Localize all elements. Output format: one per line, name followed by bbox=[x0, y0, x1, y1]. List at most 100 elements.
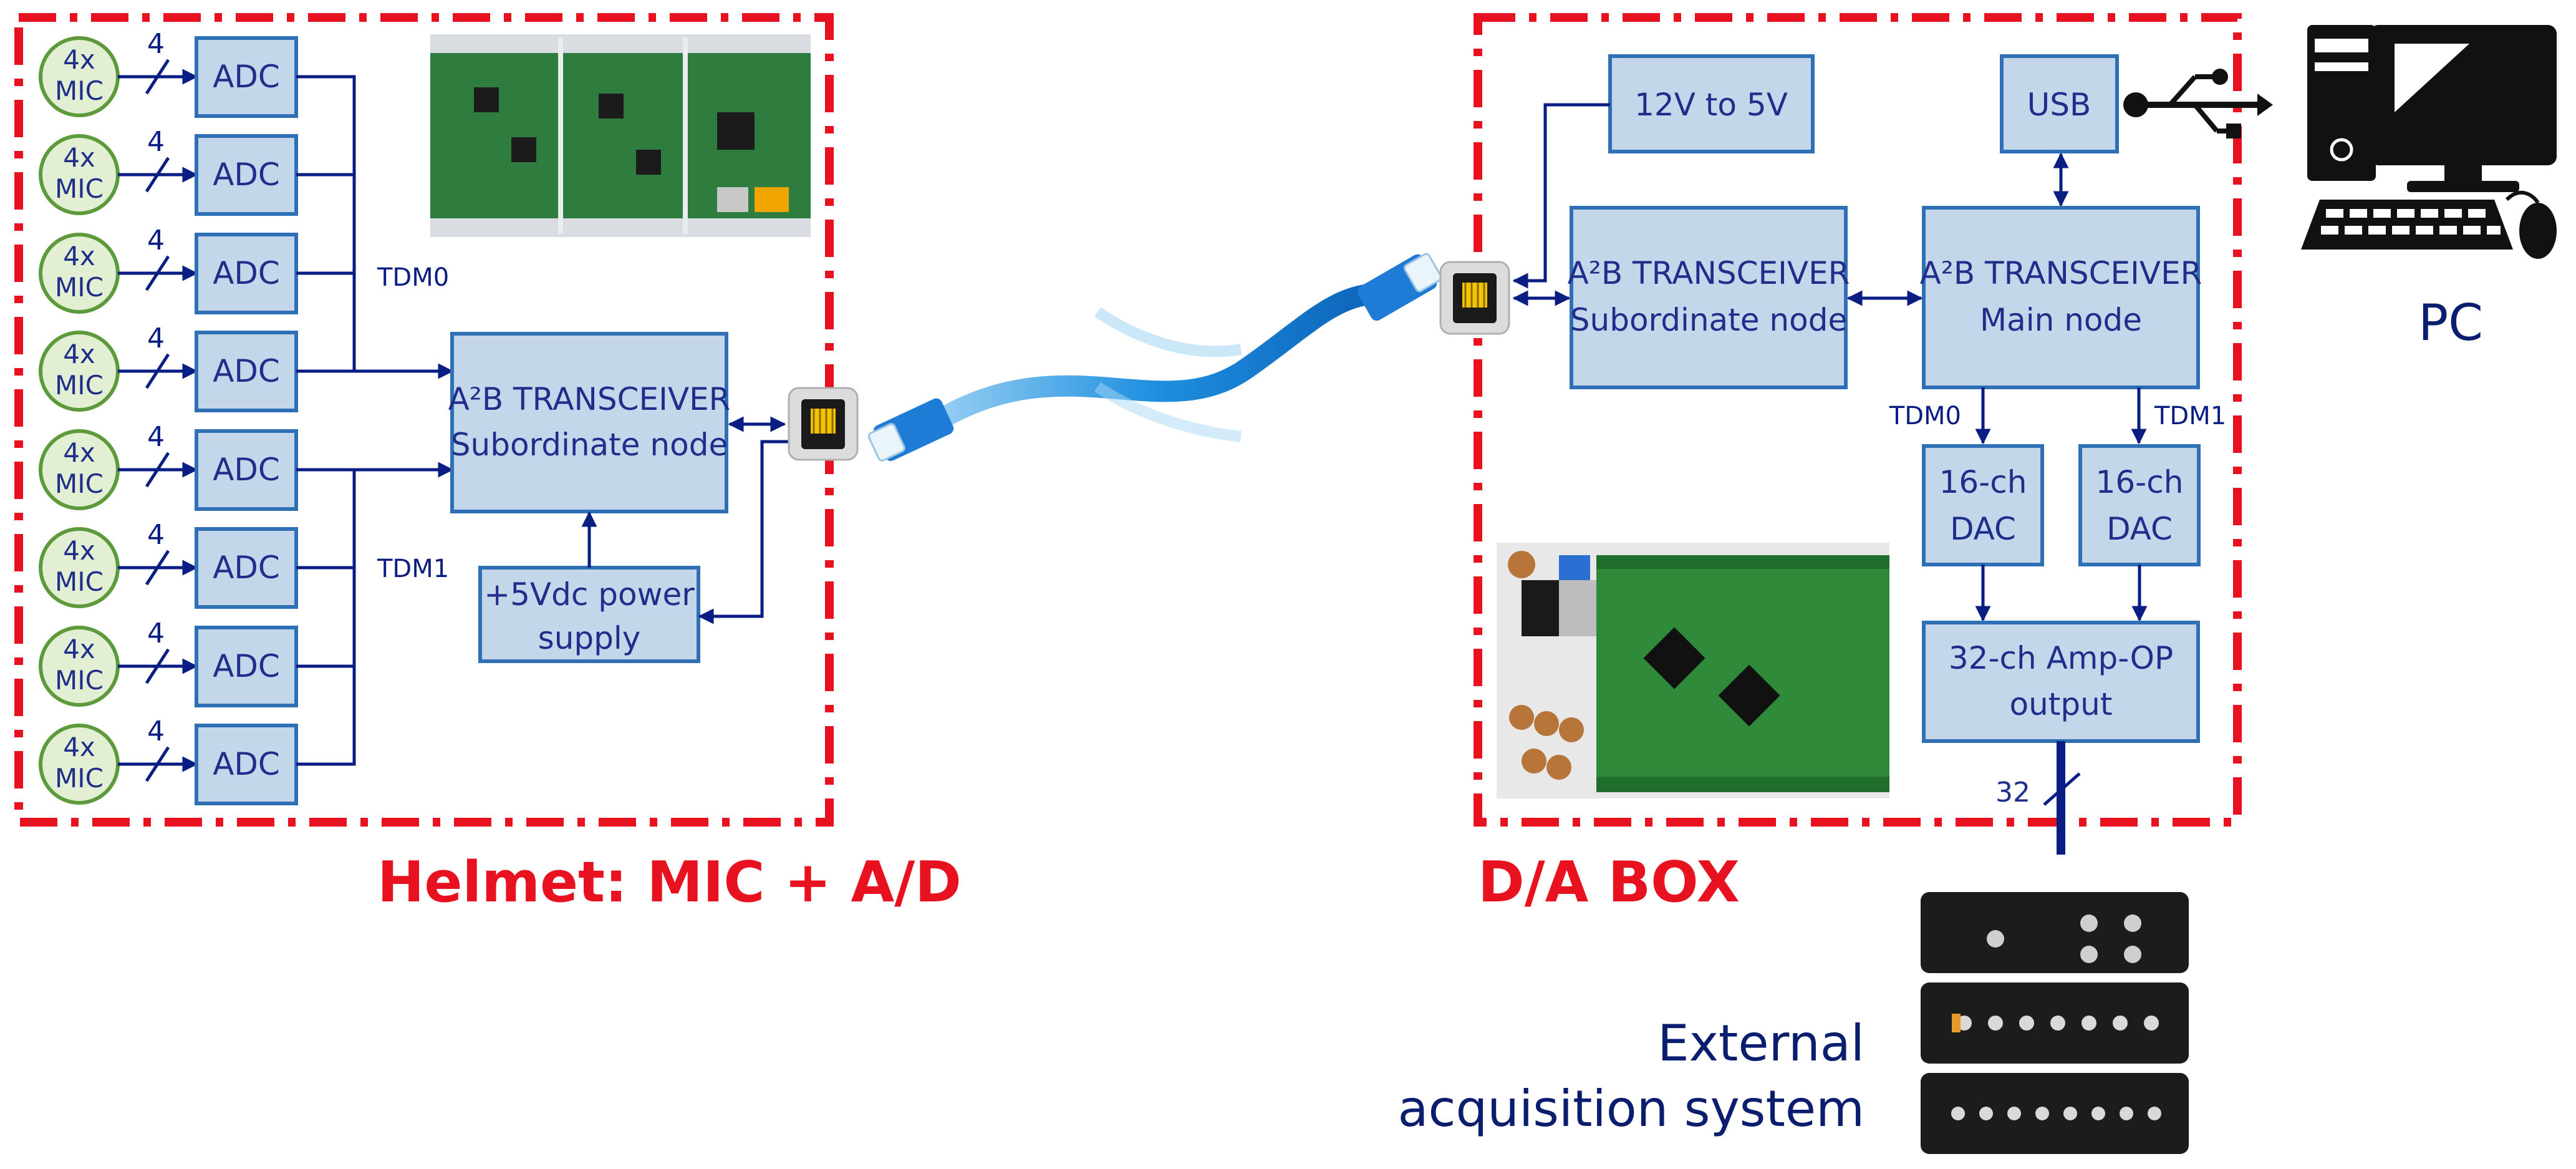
mic-row-4: 4x MIC 4 ADC bbox=[39, 323, 298, 412]
adc-label: ADC bbox=[213, 59, 280, 95]
amp-line2: output bbox=[2010, 686, 2113, 722]
bus-slash bbox=[145, 255, 170, 291]
adc-label: ADC bbox=[213, 157, 280, 193]
mic-label-bottom: MIC bbox=[55, 468, 104, 499]
mic-row-1: 4x MIC 4 ADC bbox=[39, 28, 298, 118]
dabox-converter-label: 12V to 5V bbox=[1634, 87, 1788, 123]
adc-label: ADC bbox=[213, 353, 280, 389]
adc-box bbox=[195, 233, 298, 314]
mic-label-bottom: MIC bbox=[55, 665, 104, 696]
dabox-rj45-jack-icon bbox=[1439, 261, 1510, 335]
dac1-line1: 16-ch bbox=[1939, 464, 2027, 500]
bus-width-label: 4 bbox=[147, 421, 165, 453]
ethernet-cable-image bbox=[867, 253, 1442, 462]
mic-row-2: 4x MIC 4 ADC bbox=[39, 126, 298, 216]
pc-icon bbox=[2301, 25, 2557, 259]
bus-slash bbox=[145, 59, 170, 95]
mic-label-bottom: MIC bbox=[55, 763, 104, 793]
converter-to-jack-wire bbox=[1512, 103, 1610, 289]
helmet-tdm0-label: TDM0 bbox=[377, 263, 449, 292]
adc-label: ADC bbox=[213, 648, 280, 684]
bus-slash bbox=[145, 452, 170, 488]
helmet-title: Helmet: MIC + A/D bbox=[377, 850, 962, 915]
dabox-tdm1-label: TDM1 bbox=[2154, 402, 2226, 430]
mic-label-bottom: MIC bbox=[55, 272, 104, 303]
mic-label-top: 4x bbox=[63, 339, 95, 369]
tdm1-bus bbox=[296, 462, 454, 766]
bus-slash bbox=[145, 648, 170, 684]
dabox-usb-label: USB bbox=[2027, 87, 2091, 123]
output-bus-slash bbox=[2043, 772, 2081, 806]
dac2-line1: 16-ch bbox=[2096, 464, 2184, 500]
bus-width-label: 4 bbox=[147, 618, 165, 649]
external-line1: External bbox=[1657, 1014, 1864, 1072]
mic-label-bottom: MIC bbox=[55, 173, 104, 204]
dabox-converter-box bbox=[1608, 54, 1815, 153]
mic-row-5: 4x MIC 4 ADC bbox=[39, 421, 298, 511]
dabox-sub-line1: A²B TRANSCEIVER bbox=[1568, 255, 1850, 291]
mic-label-bottom: MIC bbox=[55, 370, 104, 400]
helmet-transceiver-line2: Subordinate node bbox=[451, 427, 728, 463]
mic-row-8: 4x MIC 4 ADC bbox=[39, 715, 298, 805]
mic-row-7: 4x MIC 4 ADC bbox=[39, 618, 298, 707]
mic-label-top: 4x bbox=[63, 241, 95, 271]
adc-box bbox=[195, 36, 298, 118]
bus-slash bbox=[145, 353, 170, 389]
dac1-box bbox=[1922, 444, 2044, 566]
adc-label: ADC bbox=[213, 550, 280, 586]
mic-label-top: 4x bbox=[63, 44, 95, 75]
bus-width-label: 4 bbox=[147, 225, 165, 256]
dabox-main-transceiver-box bbox=[1922, 206, 2200, 389]
helmet-transceiver-line1: A²B TRANSCEIVER bbox=[448, 381, 731, 417]
bus-width-label: 4 bbox=[147, 323, 165, 354]
helmet-rj45-jack-icon bbox=[788, 387, 859, 461]
output-bus-width: 32 bbox=[1995, 777, 2030, 808]
bus-slash bbox=[145, 550, 170, 586]
dac2-line2: DAC bbox=[2106, 511, 2173, 547]
dac2-box bbox=[2078, 444, 2201, 566]
amp-line1: 32-ch Amp-OP bbox=[1949, 640, 2173, 676]
helmet-transceiver-box bbox=[450, 332, 728, 513]
dabox-sub-line2: Subordinate node bbox=[1570, 302, 1847, 338]
helmet-tdm1-label: TDM1 bbox=[377, 555, 449, 583]
external-acquisition-image bbox=[1921, 892, 2189, 1154]
adc-box bbox=[195, 527, 298, 609]
amp-box bbox=[1922, 621, 2200, 743]
tdm0-bus bbox=[296, 75, 454, 379]
mic-row-6: 4x MIC 4 ADC bbox=[39, 519, 298, 609]
dabox-tdm0-label: TDM0 bbox=[1889, 402, 1961, 430]
mic-label-top: 4x bbox=[63, 634, 95, 664]
adc-box bbox=[195, 626, 298, 707]
adc-label: ADC bbox=[213, 452, 280, 488]
bus-slash bbox=[145, 746, 170, 782]
bus-width-label: 4 bbox=[147, 28, 165, 60]
helmet-power-box bbox=[478, 566, 700, 663]
external-line2: acquisition system bbox=[1397, 1080, 1864, 1138]
adc-box bbox=[195, 134, 298, 216]
mic-row-3: 4x MIC 4 ADC bbox=[39, 225, 298, 314]
mic-label-bottom: MIC bbox=[55, 566, 104, 597]
dac1-line2: DAC bbox=[1950, 511, 2016, 547]
dabox-main-line2: Main node bbox=[1980, 302, 2142, 338]
mic-label-top: 4x bbox=[63, 732, 95, 762]
mic-label-top: 4x bbox=[63, 535, 95, 566]
mic-label-bottom: MIC bbox=[55, 75, 104, 106]
dabox-pcb-image bbox=[1497, 543, 1889, 798]
dabox-usb-box bbox=[2000, 54, 2119, 153]
adc-label: ADC bbox=[213, 746, 280, 782]
bus-slash bbox=[145, 157, 170, 193]
mic-label-top: 4x bbox=[63, 142, 95, 173]
pc-label: PC bbox=[2418, 294, 2483, 352]
helmet-pcb-image bbox=[430, 34, 811, 237]
usb-symbol-icon bbox=[2123, 69, 2273, 138]
dabox-title: D/A BOX bbox=[1478, 850, 1740, 915]
mic-label-top: 4x bbox=[63, 437, 95, 468]
helmet-power-line2: supply bbox=[538, 620, 641, 656]
dabox-sub-transceiver-box bbox=[1570, 206, 1848, 389]
bus-width-label: 4 bbox=[147, 126, 165, 158]
bus-width-label: 4 bbox=[147, 715, 165, 747]
adc-box bbox=[195, 429, 298, 511]
helmet-power-line1: +5Vdc power bbox=[484, 576, 695, 613]
dabox-border bbox=[1474, 13, 2242, 827]
